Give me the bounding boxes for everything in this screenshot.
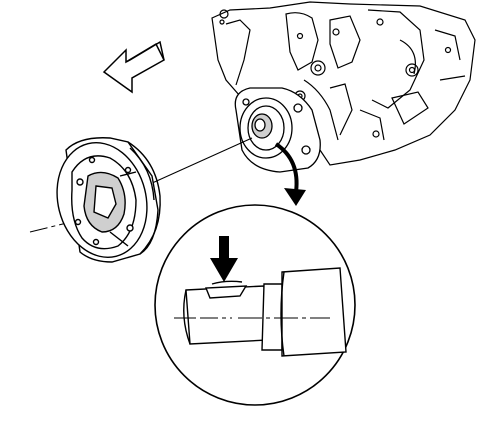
detail-magnifier	[154, 204, 356, 406]
front-cover	[234, 87, 321, 173]
removal-direction-arrow-icon	[102, 40, 165, 94]
zoom-callout-arrow-icon	[274, 142, 306, 206]
crankshaft-detail	[174, 267, 347, 357]
oil-pump-assembly	[56, 137, 161, 263]
alignment-key-arrow-icon	[210, 236, 238, 282]
